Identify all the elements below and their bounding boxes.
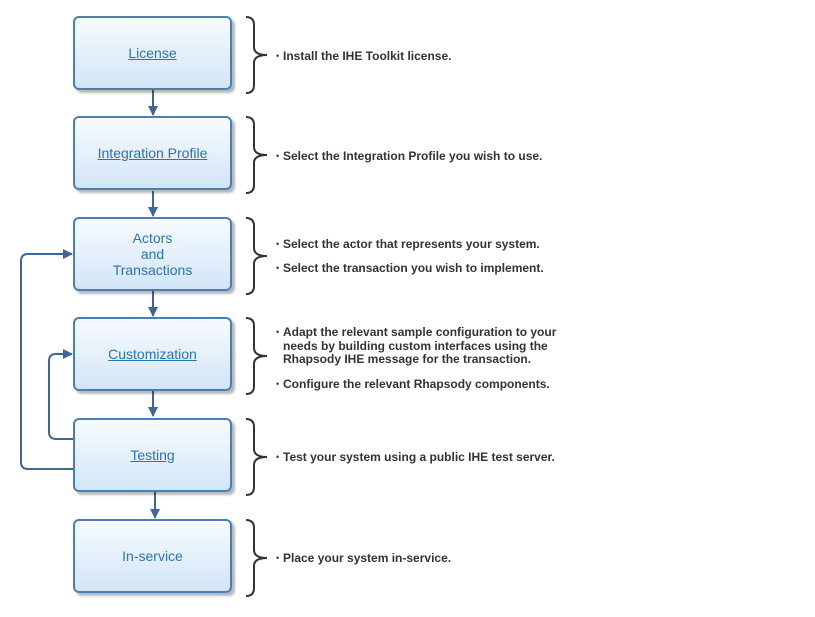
bullet-icon: • [276, 51, 280, 61]
note-item: • Place your system in-service. [276, 551, 576, 566]
bullet-icon: • [276, 262, 280, 273]
note-text: Select the transaction you wish to imple… [283, 260, 544, 275]
note-text: Adapt the relevant sample configuration … [283, 325, 557, 366]
notes-in-service: • Place your system in-service. [276, 551, 576, 566]
note-text: Configure the relevant Rhapsody componen… [283, 376, 550, 391]
notes-actors-and-transactions: • Select the actor that represents your … [276, 237, 576, 276]
note-item: • Select the Integration Profile you wis… [276, 149, 576, 164]
notes-integration-profile: • Select the Integration Profile you wis… [276, 149, 576, 164]
note-text: Place your system in-service. [283, 551, 452, 565]
brace-in-service [245, 519, 268, 597]
notes-license: • Install the IHE Toolkit license. [276, 49, 576, 64]
note-item: • Install the IHE Toolkit license. [276, 49, 576, 64]
step-label-customization[interactable]: Customization [108, 346, 197, 362]
note-item: • Adapt the relevant sample configuratio… [276, 325, 566, 367]
step-testing[interactable]: Testing [73, 418, 232, 492]
step-actors-and-transactions: Actors and Transactions [73, 217, 232, 291]
note-text: Select the Integration Profile you wish … [283, 149, 543, 163]
step-label-actors-and-transactions: Actors and Transactions [112, 230, 193, 278]
brace-license [245, 16, 268, 94]
step-label-integration-profile[interactable]: Integration Profile [97, 145, 208, 161]
brace-integration-profile [245, 116, 268, 194]
bullet-icon: • [276, 327, 280, 337]
note-text: Test your system using a public IHE test… [283, 450, 555, 464]
note-item: • Test your system using a public IHE te… [276, 450, 576, 465]
step-label-in-service: In-service [122, 548, 183, 564]
loop-testing-to-actors [20, 249, 73, 470]
brace-customization [245, 317, 268, 395]
bullet-icon: • [276, 239, 280, 249]
bullet-icon: • [276, 378, 280, 389]
step-integration-profile[interactable]: Integration Profile [73, 116, 232, 190]
notes-customization: • Adapt the relevant sample configuratio… [276, 325, 566, 392]
brace-group [245, 16, 268, 597]
step-label-testing[interactable]: Testing [130, 447, 175, 463]
step-label-license[interactable]: License [128, 45, 177, 61]
note-text: Install the IHE Toolkit license. [283, 49, 452, 63]
notes-testing: • Test your system using a public IHE te… [276, 450, 576, 465]
bullet-icon: • [276, 452, 280, 462]
brace-testing [245, 418, 268, 496]
note-item: • Select the transaction you wish to imp… [276, 260, 576, 276]
note-text: Select the actor that represents your sy… [283, 237, 540, 251]
brace-actors-and-transactions [245, 217, 268, 295]
bullet-icon: • [276, 553, 280, 563]
step-customization[interactable]: Customization [73, 317, 232, 391]
note-item: • Select the actor that represents your … [276, 237, 576, 252]
step-in-service: In-service [73, 519, 232, 593]
loop-testing-to-customization [48, 349, 73, 440]
bullet-icon: • [276, 151, 280, 161]
note-item: • Configure the relevant Rhapsody compon… [276, 376, 566, 392]
step-license[interactable]: License [73, 16, 232, 90]
